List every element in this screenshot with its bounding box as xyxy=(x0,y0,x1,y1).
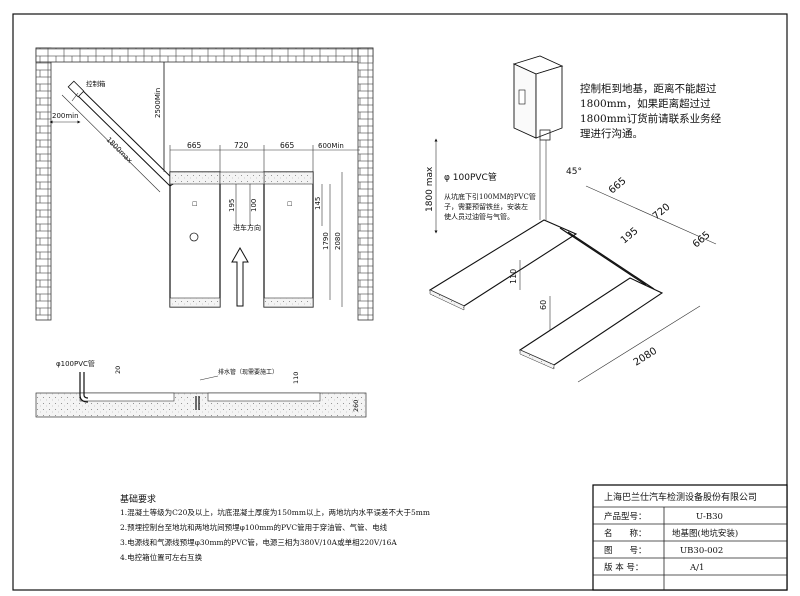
direction-label: 进车方向 xyxy=(233,223,261,232)
company-name: 上海巴兰仕汽车检测设备股份有限公司 xyxy=(604,491,757,503)
tb-value-version: A/1 xyxy=(689,563,704,573)
control-box-label: 控制箱 xyxy=(86,79,106,88)
tb-label-version: 版 本 号： xyxy=(604,562,643,573)
dim-665-b: 665 xyxy=(280,141,295,150)
dim-2080: 2080 xyxy=(334,232,342,250)
iso-pvc-note: 从坑底下引100MM的PVC管 子，需要预留铁丝，安装左 使人员过油管与气管。 xyxy=(444,192,538,221)
iso-pit-b xyxy=(518,277,664,366)
section-pvc-label: φ100PVC管 xyxy=(56,359,95,368)
requirement-item-4: 4.电控箱位置可左右互换 xyxy=(120,552,203,562)
svg-text:☐: ☐ xyxy=(287,201,292,208)
tb-label-model: 产品型号： xyxy=(604,511,647,522)
control-cabinet xyxy=(512,55,564,141)
iso-dim-720: 720 xyxy=(651,202,673,223)
requirement-item-1: 1.混凝土等级为C20及以上，坑底混凝土厚度为150mm以上，两地坑内水平误差不… xyxy=(120,507,430,517)
dim-100: 100 xyxy=(250,199,258,212)
wall-top xyxy=(35,47,374,63)
iso-dim-2080: 2080 xyxy=(632,346,659,369)
dim-195: 195 xyxy=(228,199,236,212)
dim-720: 720 xyxy=(234,141,249,150)
dim-600min: 600Min xyxy=(318,142,344,150)
iso-dim-665-a: 665 xyxy=(607,176,629,197)
tb-value-drawing-no: UB30-002 xyxy=(680,546,723,556)
iso-dim-110: 110 xyxy=(509,269,518,284)
iso-view: 控制柜到地基，距离不能超过 1800mm，如果距离超过过 1800mm订货前请联… xyxy=(425,55,724,383)
pit-right xyxy=(263,171,314,308)
direction-arrow xyxy=(231,246,249,307)
plan-view: 控制箱 200min 1800max 2500Min 665 720 665 6… xyxy=(35,47,374,321)
requirement-item-2: 2.预埋控制台至地坑和两地坑间预埋φ100mm的PVC管用于穿油管、气管、电线 xyxy=(120,522,388,532)
iso-dim-45: 45° xyxy=(566,167,582,177)
iso-pit-a xyxy=(428,219,578,307)
drawing-border xyxy=(12,13,788,591)
tb-value-name: 地基图(地坑安装) xyxy=(672,528,738,539)
requirements-title: 基础要求 xyxy=(120,493,156,505)
tb-value-model: U-B30 xyxy=(696,512,723,522)
section-dim-20: 20 xyxy=(114,366,122,374)
dim-1790: 1790 xyxy=(322,232,330,250)
iso-dim-60: 60 xyxy=(539,300,548,310)
svg-text:☐: ☐ xyxy=(192,201,197,208)
section-dim-260: 260 xyxy=(352,400,360,412)
iso-dim-195: 195 xyxy=(619,226,641,247)
drain-label: 排水管（现需要施工） xyxy=(218,368,278,376)
pit-left xyxy=(169,171,221,308)
iso-dim-665-b: 665 xyxy=(691,230,713,251)
requirements: 基础要求 1.混凝土等级为C20及以上，坑底混凝土厚度为150mm以上，两地坑内… xyxy=(120,493,430,562)
tb-label-name: 名 称： xyxy=(604,528,647,539)
dim-200min: 200min xyxy=(52,112,79,120)
iso-pvc-label: φ 100PVC管 xyxy=(444,171,497,183)
requirement-item-3: 3.电源线和气源线预埋φ30mm的PVC管，电源三相为380V/10A或单相22… xyxy=(120,537,397,547)
title-block: 上海巴兰仕汽车检测设备股份有限公司 产品型号： U-B30 名 称： 地基图(地… xyxy=(592,484,788,591)
dim-2500min: 2500Min xyxy=(154,88,162,118)
wall-left xyxy=(35,47,52,321)
section-view: φ100PVC管 20 排水管（现需要施工） 110 260 xyxy=(35,359,367,418)
cabinet-note: 控制柜到地基，距离不能超过 1800mm，如果距离超过过 1800mm订货前请联… xyxy=(580,82,724,140)
tb-label-drawing-no: 图 号： xyxy=(604,546,647,556)
section-dim-110: 110 xyxy=(292,372,300,384)
dim-665-a: 665 xyxy=(187,141,202,150)
wall-right xyxy=(357,47,374,321)
dim-145: 145 xyxy=(314,197,322,210)
iso-dim-1800max: 1800 max xyxy=(425,166,435,212)
